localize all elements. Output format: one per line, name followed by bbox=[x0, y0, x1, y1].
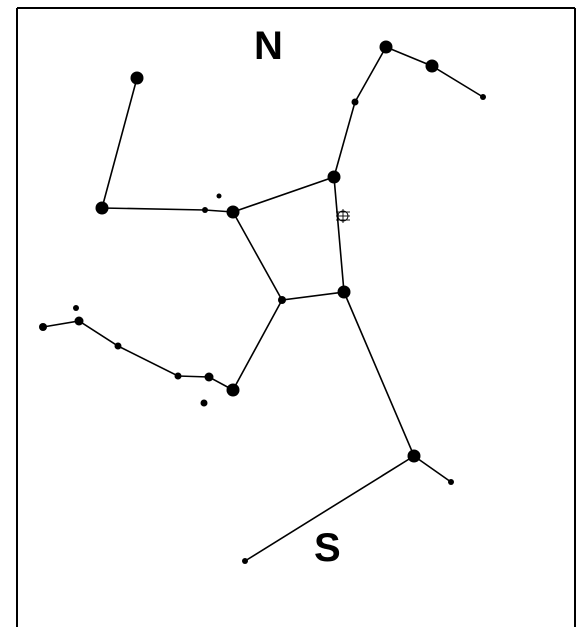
star bbox=[217, 194, 222, 199]
star bbox=[278, 296, 286, 304]
star bbox=[96, 202, 109, 215]
star bbox=[242, 558, 248, 564]
lower-left-arm-line bbox=[43, 300, 282, 390]
upper-left-arm-line bbox=[102, 78, 233, 212]
north-label: N bbox=[254, 26, 283, 66]
star bbox=[426, 60, 439, 73]
star bbox=[408, 450, 421, 463]
constellation-lines bbox=[43, 47, 483, 561]
star bbox=[115, 343, 122, 350]
star bbox=[131, 72, 144, 85]
keystone-line bbox=[233, 177, 344, 300]
star bbox=[480, 94, 486, 100]
star bbox=[352, 99, 359, 106]
star bbox=[338, 286, 351, 299]
star bbox=[75, 317, 84, 326]
stars bbox=[39, 41, 486, 565]
star bbox=[448, 479, 454, 485]
star bbox=[202, 207, 208, 213]
star bbox=[201, 400, 208, 407]
star bbox=[227, 384, 240, 397]
star bbox=[328, 171, 341, 184]
south-label: S bbox=[314, 528, 341, 568]
upper-right-arm-line bbox=[334, 47, 483, 177]
star bbox=[227, 206, 240, 219]
star bbox=[73, 305, 79, 311]
lower-right-leg-line bbox=[344, 292, 451, 482]
star bbox=[39, 323, 47, 331]
star bbox=[175, 373, 182, 380]
star bbox=[205, 373, 214, 382]
star bbox=[380, 41, 393, 54]
